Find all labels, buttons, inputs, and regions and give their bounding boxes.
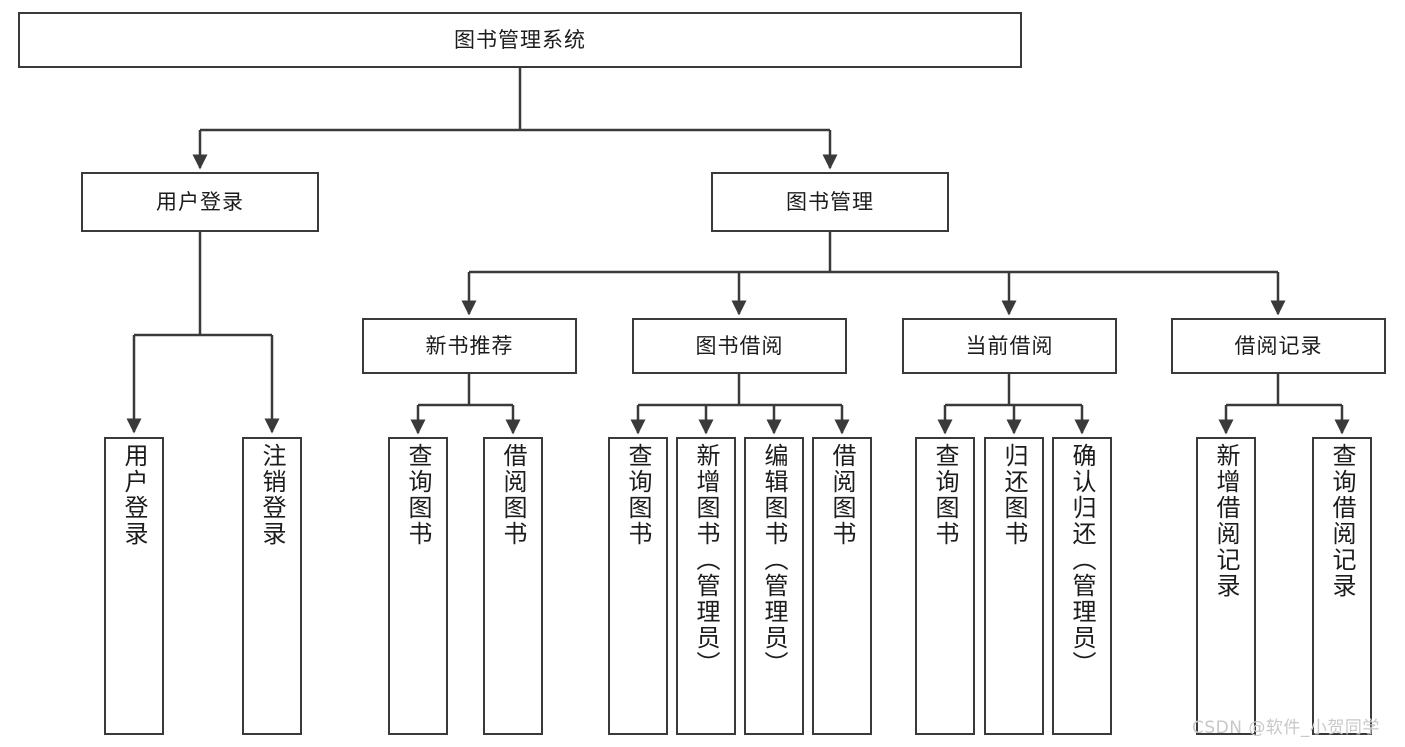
- leaf-user-login-login[interactable]: 用户登录: [104, 437, 164, 735]
- leaf-current-borrow-query-label: 查询图书: [931, 443, 959, 547]
- leaf-user-login-login-label: 用户登录: [120, 443, 148, 547]
- node-book-manage-label: 图书管理: [786, 189, 874, 214]
- leaf-new-book-query-label: 查询图书: [404, 443, 432, 547]
- node-current-borrow[interactable]: 当前借阅: [902, 318, 1117, 374]
- node-book-borrow-label: 图书借阅: [695, 333, 784, 358]
- leaf-current-borrow-confirm-label: 确认归还（管理员）: [1068, 443, 1096, 677]
- leaf-book-borrow-query[interactable]: 查询图书: [608, 437, 668, 735]
- leaf-book-borrow-query-label: 查询图书: [624, 443, 652, 547]
- leaf-current-borrow-query[interactable]: 查询图书: [915, 437, 975, 735]
- node-borrow-record-label: 借阅记录: [1234, 333, 1323, 358]
- leaf-book-borrow-borrow-label: 借阅图书: [828, 443, 856, 547]
- leaf-current-borrow-confirm[interactable]: 确认归还（管理员）: [1052, 437, 1112, 735]
- node-user-login-label: 用户登录: [156, 189, 244, 214]
- node-current-borrow-label: 当前借阅: [965, 333, 1054, 358]
- node-user-login[interactable]: 用户登录: [81, 172, 319, 232]
- leaf-book-borrow-edit[interactable]: 编辑图书（管理员）: [744, 437, 804, 735]
- leaf-borrow-record-add-label: 新增借阅记录: [1212, 443, 1240, 599]
- node-new-book-recommend[interactable]: 新书推荐: [362, 318, 577, 374]
- node-root-label: 图书管理系统: [454, 27, 586, 52]
- node-book-manage[interactable]: 图书管理: [711, 172, 949, 232]
- node-book-borrow[interactable]: 图书借阅: [632, 318, 847, 374]
- leaf-new-book-borrow-label: 借阅图书: [499, 443, 527, 547]
- leaf-current-borrow-return[interactable]: 归还图书: [984, 437, 1044, 735]
- leaf-user-login-logout[interactable]: 注销登录: [242, 437, 302, 735]
- leaf-book-borrow-edit-label: 编辑图书（管理员）: [760, 443, 788, 677]
- node-root[interactable]: 图书管理系统: [18, 12, 1022, 68]
- node-borrow-record[interactable]: 借阅记录: [1171, 318, 1386, 374]
- leaf-new-book-query[interactable]: 查询图书: [388, 437, 448, 735]
- leaf-book-borrow-borrow[interactable]: 借阅图书: [812, 437, 872, 735]
- leaf-borrow-record-query-label: 查询借阅记录: [1328, 443, 1356, 599]
- leaf-new-book-borrow[interactable]: 借阅图书: [483, 437, 543, 735]
- leaf-book-borrow-add[interactable]: 新增图书（管理员）: [676, 437, 736, 735]
- leaf-current-borrow-return-label: 归还图书: [1000, 443, 1028, 547]
- leaf-user-login-logout-label: 注销登录: [258, 443, 286, 547]
- leaf-borrow-record-add[interactable]: 新增借阅记录: [1196, 437, 1256, 735]
- leaf-borrow-record-query[interactable]: 查询借阅记录: [1312, 437, 1372, 735]
- leaf-book-borrow-add-label: 新增图书（管理员）: [692, 443, 720, 677]
- node-new-book-recommend-label: 新书推荐: [425, 333, 514, 358]
